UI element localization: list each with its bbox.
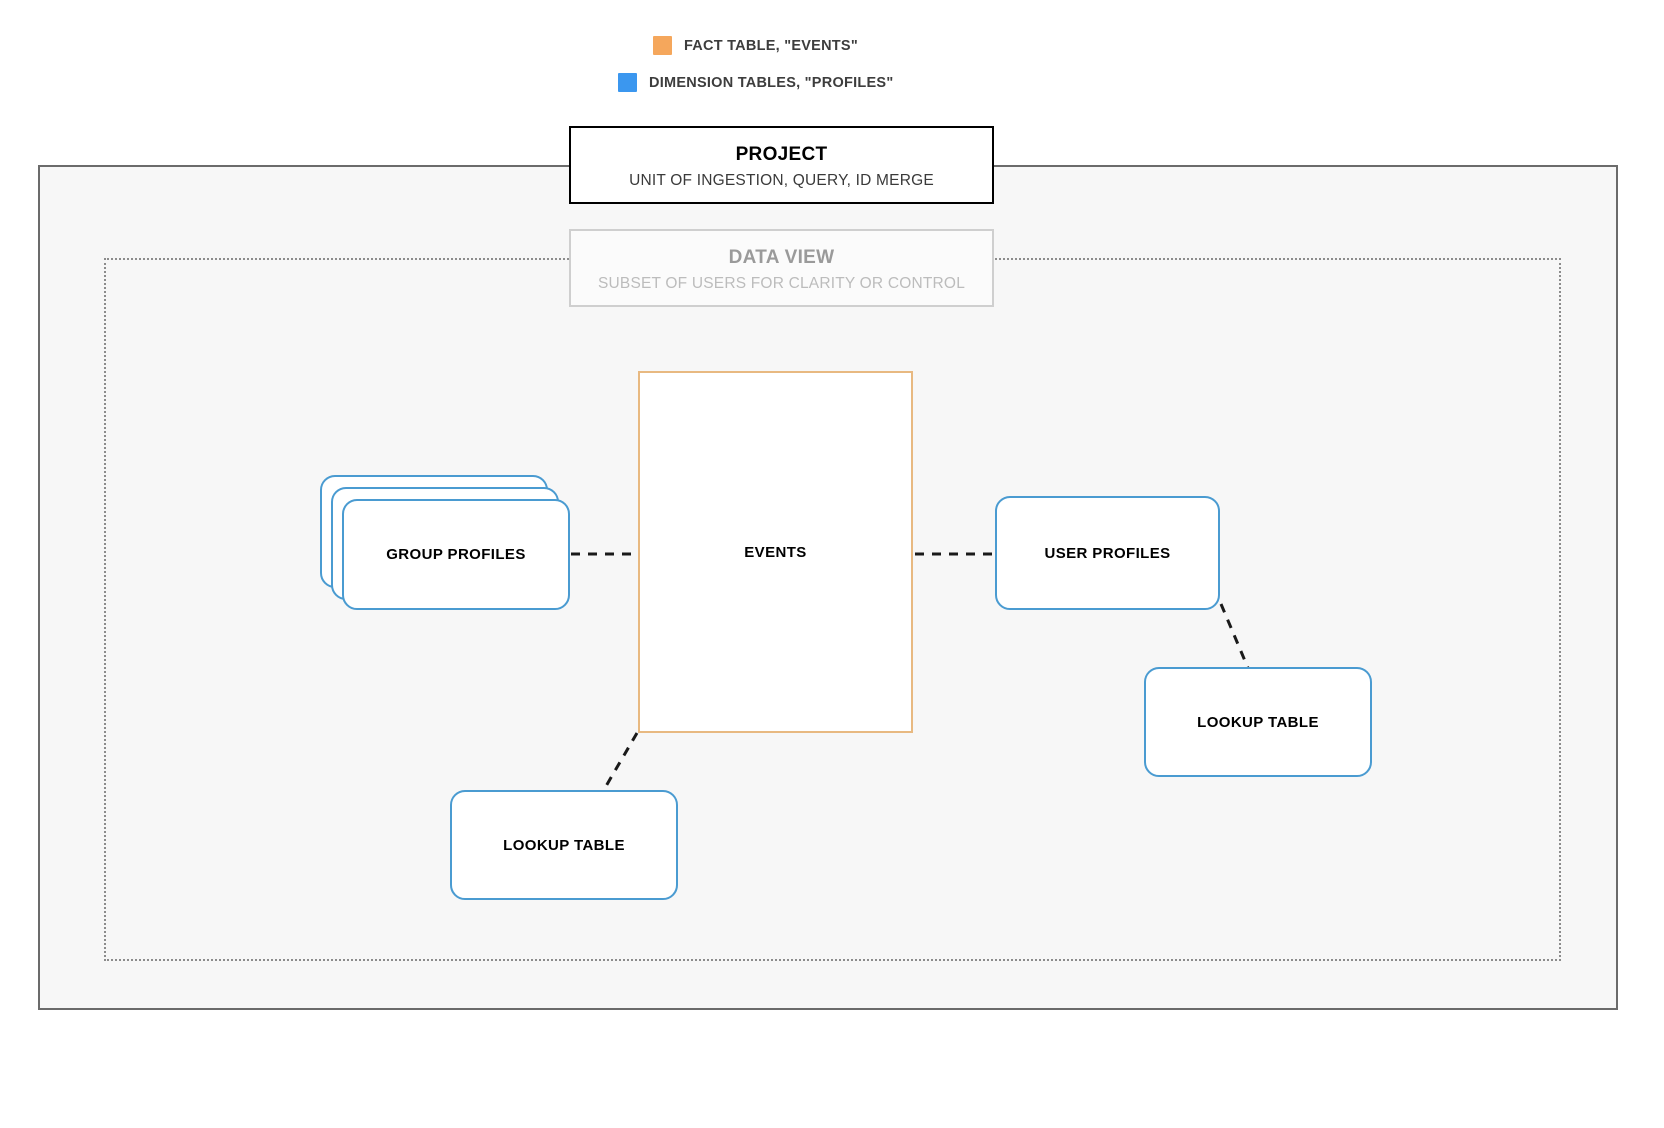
legend-swatch-dimension-icon: [618, 73, 637, 92]
legend-label-dimension-tables: DIMENSION TABLES, "PROFILES": [649, 74, 894, 91]
node-user-profiles-label: USER PROFILES: [1044, 544, 1171, 562]
node-group-profiles[interactable]: GROUP PROFILES: [342, 499, 570, 610]
node-lookup-table-left[interactable]: LOOKUP TABLE: [450, 790, 678, 900]
legend-item-fact-table: FACT TABLE, "EVENTS": [653, 36, 858, 55]
legend-label-fact-table: FACT TABLE, "EVENTS": [684, 37, 858, 54]
data-view-card-title: DATA VIEW: [728, 247, 835, 268]
data-view-card-subtitle: SUBSET OF USERS FOR CLARITY OR CONTROL: [597, 274, 966, 292]
node-group-profiles-stack[interactable]: GROUP PROFILES: [320, 475, 570, 610]
node-group-profiles-label: GROUP PROFILES: [386, 546, 526, 563]
node-lookup-table-right-label: LOOKUP TABLE: [1197, 713, 1319, 731]
node-user-profiles[interactable]: USER PROFILES: [995, 496, 1220, 610]
legend-swatch-fact-icon: [653, 36, 672, 55]
project-card-title: PROJECT: [735, 144, 828, 165]
data-view-card[interactable]: DATA VIEW SUBSET OF USERS FOR CLARITY OR…: [569, 229, 994, 307]
node-lookup-table-left-label: LOOKUP TABLE: [503, 836, 625, 854]
project-card[interactable]: PROJECT UNIT OF INGESTION, QUERY, ID MER…: [569, 126, 994, 204]
node-events[interactable]: EVENTS: [638, 371, 913, 733]
node-lookup-table-right[interactable]: LOOKUP TABLE: [1144, 667, 1372, 777]
node-events-label: EVENTS: [744, 543, 807, 561]
legend-item-dimension-tables: DIMENSION TABLES, "PROFILES": [618, 73, 893, 92]
project-card-subtitle: UNIT OF INGESTION, QUERY, ID MERGE: [629, 171, 934, 189]
